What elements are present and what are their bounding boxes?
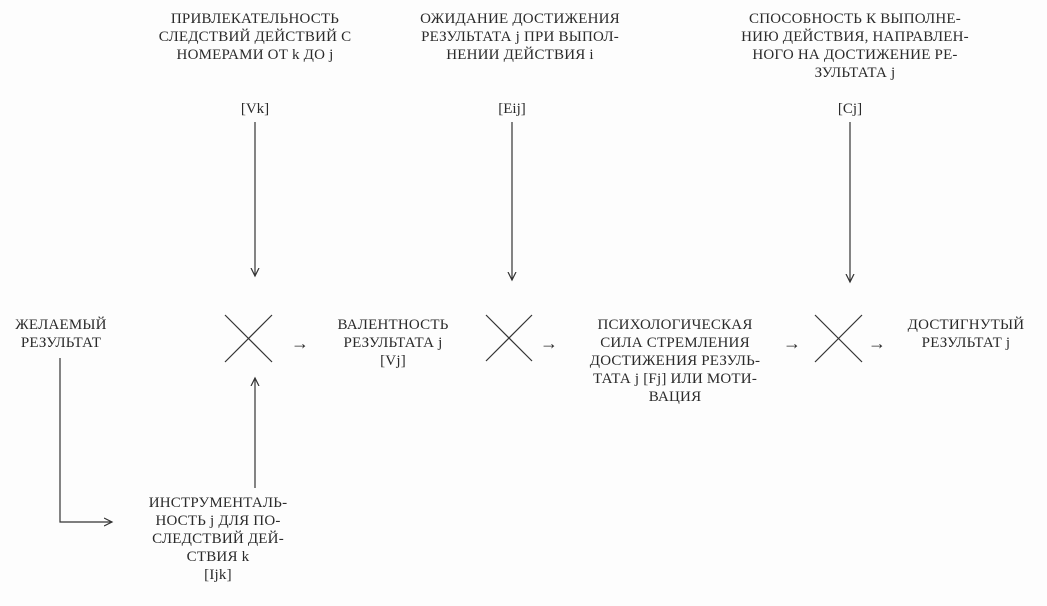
attractiveness-label: ПРИВЛЕКАТЕЛЬНОСТЬ СЛЕДСТВИЙ ДЕЙСТВИЙ С Н… — [125, 10, 385, 64]
multiply-cross-1 — [224, 314, 273, 363]
multiply-cross-2 — [485, 314, 533, 362]
text-line: ДОСТИЖЕНИЯ РЕЗУЛЬ- — [589, 353, 761, 369]
psychological-force-label: ПСИХОЛОГИЧЕСКАЯ СИЛА СТРЕМЛЕНИЯ ДОСТИЖЕН… — [565, 316, 785, 406]
text-line: ИНСТРУМЕНТАЛЬ- — [148, 495, 288, 511]
text-line: НЕНИИ ДЕЙСТВИЯ i — [446, 47, 594, 63]
arrow-right-icon: → — [540, 333, 558, 353]
text-line: НОСТЬ j ДЛЯ ПО- — [155, 513, 281, 529]
vk-symbol: [Vk] — [240, 101, 270, 117]
text-line: РЕЗУЛЬТАТА j — [343, 335, 443, 351]
multiply-cross-3 — [814, 314, 863, 363]
text-line: СИЛА СТРЕМЛЕНИЯ — [600, 335, 750, 351]
ability-label: СПОСОБНОСТЬ К ВЫПОЛНЕ- НИЮ ДЕЙСТВИЯ, НАП… — [730, 10, 980, 82]
desired-result-label: ЖЕЛАЕМЫЙ РЕЗУЛЬТАТ — [2, 316, 120, 352]
text-line: РЕЗУЛЬТАТ j — [921, 335, 1011, 351]
eij-symbol: [Eij] — [498, 101, 526, 117]
text-line: ОЖИДАНИЕ ДОСТИЖЕНИЯ — [420, 11, 620, 27]
text-line: СПОСОБНОСТЬ К ВЫПОЛНЕ- — [748, 11, 961, 27]
text-line: СТВИЯ k — [186, 549, 250, 565]
text-line: ТАТА j [Fj] ИЛИ МОТИ- — [592, 371, 758, 387]
text-line: ВАЦИЯ — [648, 389, 702, 405]
expectation-label: ОЖИДАНИЕ ДОСТИЖЕНИЯ РЕЗУЛЬТАТА j ПРИ ВЫП… — [400, 10, 640, 64]
cj-symbol: [Cj] — [837, 101, 863, 117]
text-line: ПСИХОЛОГИЧЕСКАЯ — [597, 317, 753, 333]
instrumentality-label: ИНСТРУМЕНТАЛЬ- НОСТЬ j ДЛЯ ПО- СЛЕДСТВИЙ… — [118, 494, 318, 584]
valence-label: ВАЛЕНТНОСТЬ РЕЗУЛЬТАТА j [Vj] — [313, 316, 473, 370]
text-line: [Ijk] — [204, 567, 232, 583]
arrow-desired-to-ijk — [59, 358, 112, 522]
text-line: СЛЕДСТВИЙ ДЕЙ- — [152, 531, 284, 547]
arrow-right-icon: → — [291, 333, 309, 353]
arrow-right-icon: → — [868, 333, 886, 353]
text-line: НИЮ ДЕЙСТВИЯ, НАПРАВЛЕН- — [741, 29, 969, 45]
arrow-right-icon: → — [783, 333, 801, 353]
text-line: ВАЛЕНТНОСТЬ — [337, 317, 449, 333]
text-line: РЕЗУЛЬТАТ — [20, 335, 102, 351]
text-line: ПРИВЛЕКАТЕЛЬНОСТЬ — [170, 11, 340, 27]
text-line: НОМЕРАМИ ОТ k ДО j — [176, 47, 334, 63]
text-line: РЕЗУЛЬТАТА j ПРИ ВЫПОЛ- — [421, 29, 619, 45]
achieved-result-label: ДОСТИГНУТЫЙ РЕЗУЛЬТАТ j — [888, 316, 1044, 352]
text-line: [Vj] — [380, 353, 406, 369]
text-line: ДОСТИГНУТЫЙ — [907, 317, 1025, 333]
text-line: ЗУЛЬТАТА j — [814, 65, 896, 81]
text-line: НОГО НА ДОСТИЖЕНИЕ РЕ- — [752, 47, 958, 63]
text-line: СЛЕДСТВИЙ ДЕЙСТВИЙ С — [158, 29, 352, 45]
text-line: ЖЕЛАЕМЫЙ — [15, 317, 107, 333]
